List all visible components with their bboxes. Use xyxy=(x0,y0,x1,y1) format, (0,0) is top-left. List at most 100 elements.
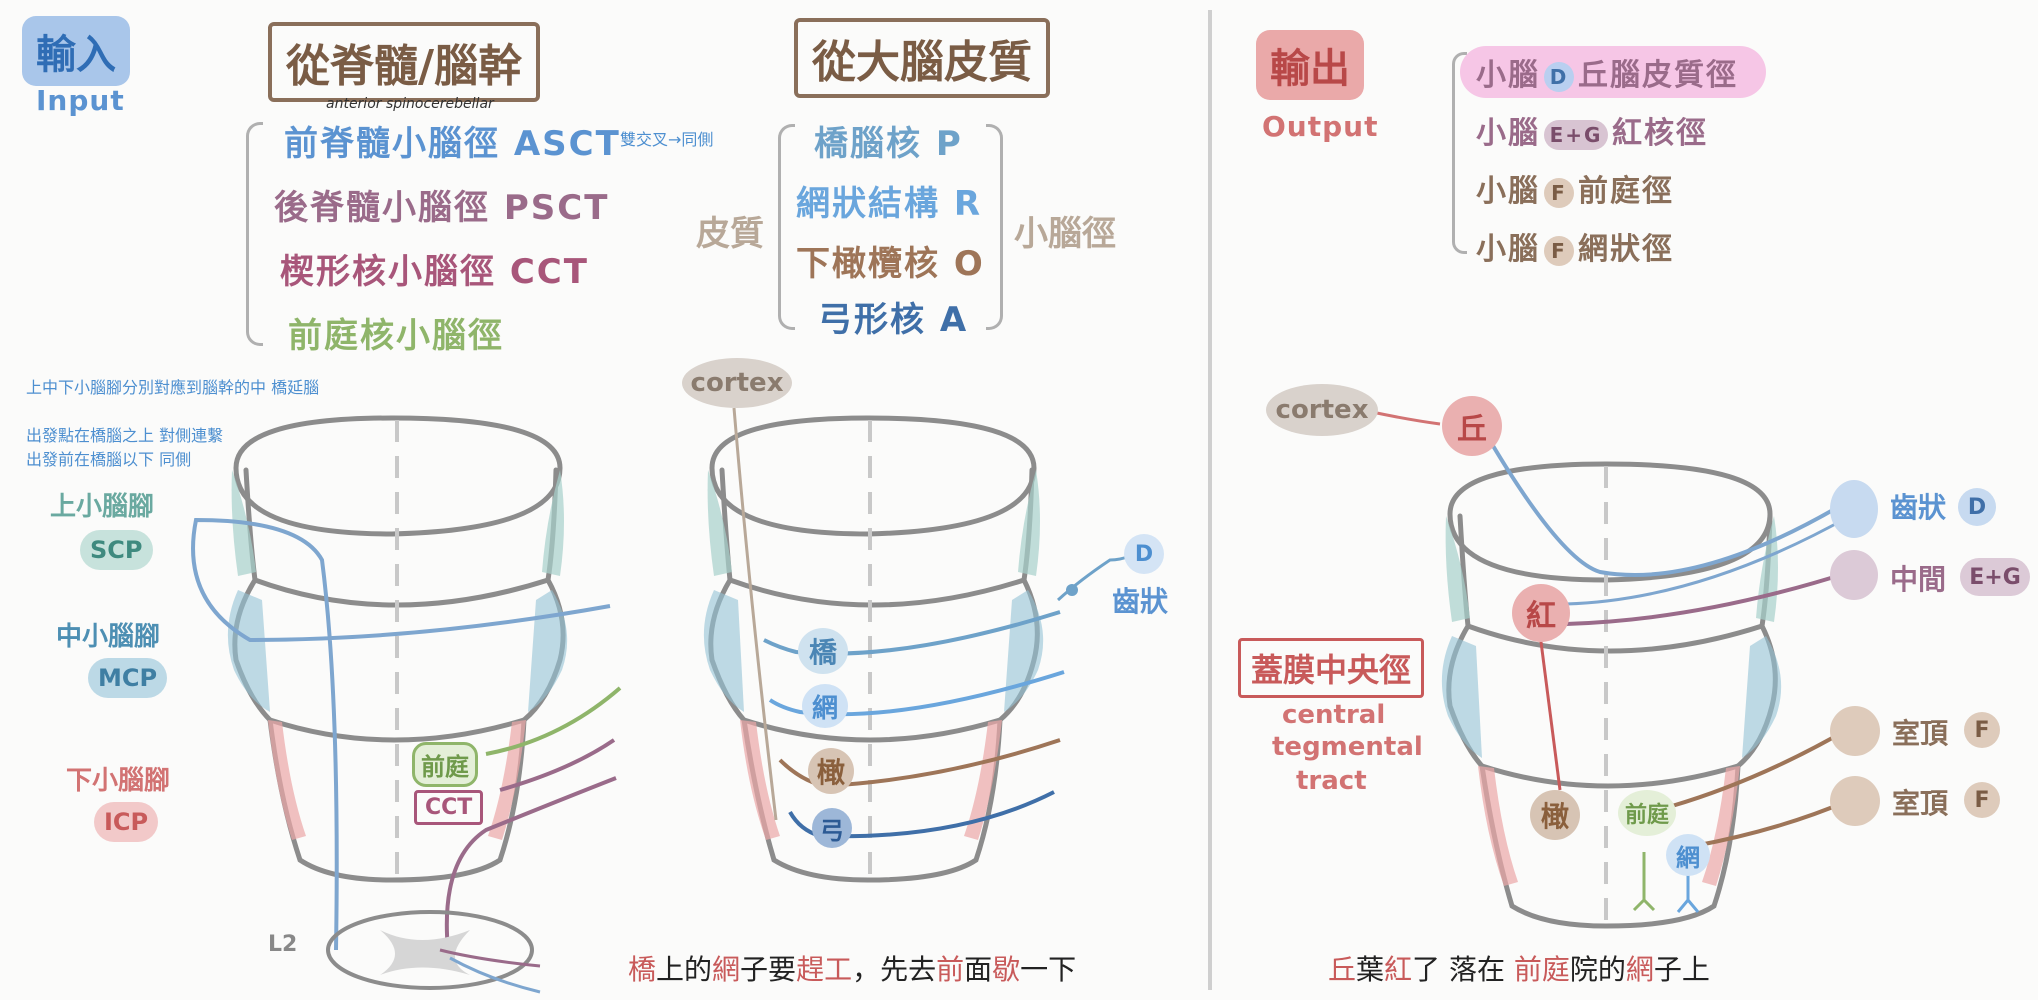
fastigial-vestibular-line xyxy=(1671,726,1852,808)
thalamus-blob: 丘 xyxy=(1442,396,1502,456)
left-brainstem-band1 xyxy=(252,577,551,608)
dentate-letter-left: D xyxy=(1124,534,1164,574)
spinal-tract-psct: 後脊髓小腦徑 PSCT xyxy=(274,188,610,228)
icp-abbr: ICP xyxy=(94,802,159,842)
fastigial-letter-1: F xyxy=(1964,712,2000,748)
output-path-1-post: 丘腦皮質徑 xyxy=(1578,58,1738,93)
psct-line xyxy=(444,776,617,951)
cortex-thalamus-line xyxy=(1371,410,1441,426)
mcp-abbr: MCP xyxy=(88,658,168,698)
cerebral-header: 從大腦皮質 xyxy=(794,18,1050,98)
grey-matter xyxy=(380,930,470,975)
right-icp-shade-r xyxy=(1702,766,1740,886)
right-mcp-shade-l xyxy=(1441,636,1482,758)
dentate-node xyxy=(1830,480,1878,538)
dentate-dot xyxy=(1066,584,1078,596)
asct-line xyxy=(191,517,611,951)
right-brainstem-top-ellipse xyxy=(1447,461,1773,583)
cct-line xyxy=(499,738,616,792)
cortical-bracket-right xyxy=(986,124,1003,330)
vestibular-down-line xyxy=(1632,852,1656,912)
l2-label: L2 xyxy=(268,932,298,957)
input-subtitle: Input xyxy=(36,84,125,117)
spinal-note: anterior spinocerebellar xyxy=(326,96,494,112)
mnemonic-in-1: 上的 xyxy=(656,953,713,986)
output-path-2-post: 紅核徑 xyxy=(1612,116,1708,151)
mnemonic-in-net: 網 xyxy=(712,953,741,986)
input-mnemonic: 橋上的網子要趕工，先去前面歇一下 xyxy=(628,948,1076,988)
dentate-red-line xyxy=(1565,514,1851,606)
output-path-3-nucleus: F xyxy=(1544,177,1574,208)
output-path-1-pre: 小腦 xyxy=(1476,58,1540,93)
ctt-line xyxy=(1538,633,1562,791)
mnemonic-out-courtyard: 前庭 xyxy=(1513,953,1570,986)
mnemonic-in-2: 子要 xyxy=(740,953,797,986)
dentate-name: 齒狀 xyxy=(1890,491,1947,524)
input-title: 輸入 xyxy=(22,16,130,86)
output-path-4-nucleus: F xyxy=(1544,235,1574,266)
output-path-3-pre: 小腦 xyxy=(1476,174,1540,209)
mnemonic-in-rush: 趕工 xyxy=(796,953,853,986)
olive-blob: 橄 xyxy=(808,748,854,794)
left-icp-shade-r xyxy=(488,720,526,840)
spinal-tract-asct: 前脊髓小腦徑 ASCT xyxy=(284,124,621,164)
olive-blob-right: 橄 xyxy=(1530,790,1580,840)
output-path-4-post: 網狀徑 xyxy=(1578,232,1674,267)
scp-abbr: SCP xyxy=(80,530,153,570)
mid-mcp-shade-r xyxy=(1004,590,1044,712)
mnemonic-out-4: 子上 xyxy=(1653,953,1710,986)
cortex-source-label: 皮質 xyxy=(696,214,764,254)
interposed-letter: E+G xyxy=(1960,558,2030,596)
left-scp-shade-r xyxy=(542,470,564,576)
vestibular-line xyxy=(485,686,622,756)
mnemonic-in-rest: 歇 xyxy=(992,953,1021,986)
olive-fiber xyxy=(778,738,1061,789)
divider xyxy=(1208,10,1212,990)
output-bracket xyxy=(1452,52,1467,254)
mnemonic-in-5: 一下 xyxy=(1020,953,1077,986)
right-mcp-shade-r xyxy=(1742,636,1782,758)
mid-icp-shade-l xyxy=(740,720,780,840)
left-mcp-shade-r xyxy=(528,590,568,712)
spinal-cord-section xyxy=(326,910,534,990)
reticular-blob: 網 xyxy=(802,684,848,728)
interposed-name: 中間 xyxy=(1890,563,1947,596)
fastigial-node-1 xyxy=(1830,706,1880,756)
spinal-header: 從脊髓/腦幹 xyxy=(268,22,541,102)
spinal-out-2 xyxy=(449,956,541,994)
output-highlight xyxy=(1460,46,1766,98)
dentate-label-left: 齒狀 xyxy=(1112,585,1169,618)
cortex-blob-right: cortex xyxy=(1266,384,1378,436)
cct-tag: CCT xyxy=(414,790,484,825)
output-path-1-nucleus: D xyxy=(1544,61,1574,92)
mid-mcp-shade-l xyxy=(703,590,744,712)
mcp-label: 中小腦腳 xyxy=(56,622,161,652)
spinal-out-1 xyxy=(439,948,541,968)
vestibular-tag: 前庭 xyxy=(412,742,478,787)
fastigial-name-2: 室頂 xyxy=(1892,787,1949,820)
mnemonic-in-pons: 橋 xyxy=(628,953,657,986)
ctt-english-1: central xyxy=(1282,700,1386,730)
scp-label: 上小腦腳 xyxy=(50,492,155,522)
output-title: 輸出 xyxy=(1256,30,1364,100)
output-path-2-pre: 小腦 xyxy=(1476,116,1540,151)
middle-brainstem-band1 xyxy=(727,577,1027,608)
mid-scp-shade-r xyxy=(1018,470,1040,576)
cortex-descent xyxy=(732,407,778,821)
right-brainstem-band1 xyxy=(1465,623,1765,654)
spinal-tract-cct: 楔形核小腦徑 CCT xyxy=(280,252,589,292)
nucleus-reticular: 網狀結構 R xyxy=(796,184,983,224)
cerebellar-target-label: 小腦徑 xyxy=(1014,214,1116,254)
cortex-blob-left: cortex xyxy=(682,358,792,408)
nucleus-pons: 橋腦核 P xyxy=(814,124,963,164)
note-peduncle-mapping: 上中下小腦腳分別對應到腦幹的中 橋延腦 xyxy=(26,378,320,397)
output-path-3-post: 前庭徑 xyxy=(1578,174,1674,209)
left-icp-shade-l xyxy=(268,720,306,840)
dentate-thalamus-line xyxy=(1484,432,1852,577)
right-scp-shade-l xyxy=(1445,516,1470,622)
interposed-red-line xyxy=(1565,570,1851,626)
arcuate-blob: 弓 xyxy=(812,808,852,848)
